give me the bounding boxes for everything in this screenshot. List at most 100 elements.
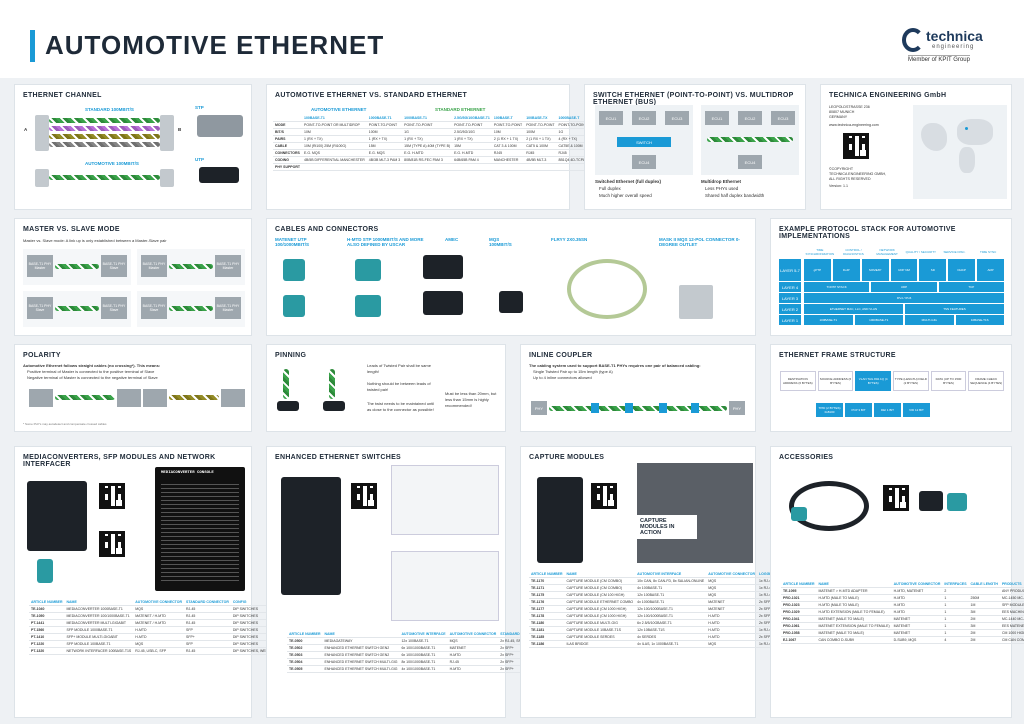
phy-label: BASE-T1 PHY bbox=[216, 262, 240, 266]
section-title: SWITCH ETHERNET (POINT-TO-POINT) VS. MUL… bbox=[593, 92, 794, 106]
company-logo: technica engineering Member of KPIT Grou… bbox=[902, 26, 1002, 66]
ecu3: ECU3 bbox=[771, 111, 795, 125]
table-cell: CAPTURE MODULE ETHERNET COMBO bbox=[564, 598, 636, 606]
section-title: INLINE COUPLER bbox=[529, 352, 593, 359]
switches-col-header: ARTICLE NUMBER bbox=[287, 631, 323, 638]
stack-cell: SOME/IP bbox=[861, 259, 889, 281]
qr-code-icon[interactable] bbox=[99, 483, 125, 509]
phy-master-right bbox=[143, 389, 167, 407]
table-cell: MATENET bbox=[447, 644, 499, 652]
table-cell: MEDIAGATEWAY bbox=[322, 637, 400, 645]
table-cell: 15M (TYPE A) 40M (TYPE B) bbox=[402, 142, 453, 150]
map-marker-icon bbox=[965, 127, 968, 130]
company-url[interactable]: www.technica-engineering.com bbox=[829, 123, 879, 127]
console-title: MEDIACONVERTER CONSOLE bbox=[161, 471, 214, 475]
table-cell: 12x 100/1000BASE-T1 bbox=[635, 612, 707, 620]
group-standard: STANDARD ETHERNET bbox=[435, 107, 486, 112]
stack-cell: TIME SYNCHRONIZATION bbox=[804, 247, 836, 257]
frame-field: DATA (UP TO 1500 BYTES) bbox=[930, 371, 967, 391]
mediaconverters-col-header: ARTICLE NUMBER bbox=[29, 599, 65, 606]
table-cell: 4x 100/1000BASE-T1 bbox=[399, 665, 448, 673]
row-header: TE-1180 bbox=[529, 619, 565, 627]
inline-coupler-card: INLINE COUPLER The cabling system used t… bbox=[520, 344, 756, 432]
table-cell: MATENET bbox=[891, 629, 943, 637]
matenet-connector-image-2 bbox=[283, 295, 305, 317]
pinning-point-1: Leads of Twisted Pair shall be same leng… bbox=[367, 363, 431, 374]
table-cell: SFP MODULE 100BASE-T1 bbox=[64, 640, 134, 648]
table-cell: MQS bbox=[706, 584, 757, 592]
table-cell: MATENET (MALE TO MALE) bbox=[816, 629, 892, 637]
row-header: MODE bbox=[273, 121, 303, 129]
table-cell: 2 (1 RX + 1 TX) bbox=[491, 135, 525, 143]
stack-cell: CONTROL / DIAGNOSTICS bbox=[837, 247, 870, 257]
amec-connector-image-2 bbox=[423, 291, 463, 315]
row-header: BIT/S bbox=[273, 128, 303, 136]
table-cell: SFP+ bbox=[184, 633, 231, 641]
polarity-note: * Some PHYs may autodetect and compensat… bbox=[23, 422, 107, 426]
table-cell bbox=[968, 587, 1000, 595]
table-cell: CAPTURE MODULE MULTI-GIG bbox=[564, 619, 636, 627]
pair-2 bbox=[49, 126, 160, 131]
row-header: CONNECTORS bbox=[273, 149, 303, 157]
coupler-lead: The cabling system used to support BASE-… bbox=[529, 363, 701, 368]
table-cell: SFP MODULE 1000BASE-T1 bbox=[64, 626, 134, 634]
vlan-tag-field: PCP 3 BIT bbox=[845, 403, 872, 417]
qr-code-icon[interactable] bbox=[843, 133, 869, 159]
qr-code-icon-2[interactable] bbox=[99, 531, 125, 557]
map-eurasia bbox=[957, 119, 993, 145]
table-cell: ANY PRODUCT WITH H-MTD OR MATENET CONNEC… bbox=[999, 587, 1024, 595]
row-header: TE-0502 bbox=[287, 644, 323, 652]
stp-label: STP bbox=[195, 105, 204, 110]
switch-box: SWITCH bbox=[617, 137, 671, 147]
table-cell: 2 bbox=[942, 587, 969, 595]
multidrop-diagram: ECU1 ECU2 ECU3 ECU4 bbox=[701, 105, 799, 175]
table-cell: RJ-45 bbox=[184, 605, 231, 613]
mediaconverters-card: MEDIACONVERTERS, SFP MODULES AND NETWORK… bbox=[14, 446, 317, 718]
table-cell: 64B/65B PAM 4 bbox=[452, 156, 492, 164]
qr-code-icon[interactable] bbox=[351, 483, 377, 509]
section-title: ACCESSORIES bbox=[779, 454, 834, 461]
mediaconverters-col-header: CONFIG bbox=[230, 599, 290, 606]
cables-connectors-card: CABLES AND CONNECTORS MATENET UTP 100/10… bbox=[266, 218, 756, 336]
section-title: EXAMPLE PROTOCOL STACK FOR AUTOMOTIVE IM… bbox=[779, 226, 956, 240]
map-americas bbox=[921, 123, 947, 151]
table-cell: 4 bbox=[942, 636, 969, 644]
qr-code-icon[interactable] bbox=[591, 483, 617, 509]
table-cell: MEDIACONVERTER MULTI-GIGABIT bbox=[64, 619, 134, 627]
qr-code-icon[interactable] bbox=[883, 485, 909, 511]
bus-cable bbox=[707, 137, 793, 142]
table-cell: 10M (Ri100) 25M (Ri100G) bbox=[302, 142, 367, 150]
stack-cell: TSN FEATURES bbox=[905, 304, 1004, 314]
table-cell: MQS bbox=[706, 591, 757, 599]
table-cell: MATENET bbox=[891, 615, 943, 623]
connector-b bbox=[160, 115, 174, 151]
table-cell: H-MTD bbox=[133, 626, 184, 634]
stack-cell: IPv4 / IPv6 bbox=[804, 293, 1004, 303]
table-cell: ILAS BRIDGE bbox=[564, 640, 636, 648]
frame-fields: DESTINATION ADDRESS (6 BYTES)SOURCE ADDR… bbox=[779, 371, 1005, 391]
table-cell: MATENET > H-MTD ADAPTER bbox=[816, 587, 892, 595]
console-screen: MEDIACONVERTER CONSOLE bbox=[155, 467, 245, 591]
table-cell: MEDIACONVERTER 100/1000BASE-T1 bbox=[64, 612, 134, 620]
table-cell: MQS bbox=[706, 640, 757, 648]
row-header: TE-1185 bbox=[529, 633, 565, 641]
pinning-point-3: The twist needs to be maintained until a… bbox=[367, 401, 435, 412]
multidrop-heading: Multidrop Ethernet bbox=[701, 179, 741, 184]
ecu1: ECU1 bbox=[705, 111, 729, 125]
table-cell: 4B/5B DIFFERENTIAL MANCHESTER bbox=[302, 156, 367, 164]
row-header: TE-1186 bbox=[529, 640, 565, 648]
table-cell: SFP MODULE 1440 SFP MODULE 1450 bbox=[999, 601, 1024, 609]
table-cell: POINT-TO-POINT bbox=[452, 121, 492, 129]
table-cell: 1G bbox=[556, 128, 602, 136]
vlan-tag-field: TPID (2 BYTES) 0x8100 bbox=[816, 403, 843, 417]
section-title: ETHERNET CHANNEL bbox=[23, 92, 102, 99]
switch-vs-multidrop-card: SWITCH ETHERNET (POINT-TO-POINT) VS. MUL… bbox=[584, 84, 806, 210]
